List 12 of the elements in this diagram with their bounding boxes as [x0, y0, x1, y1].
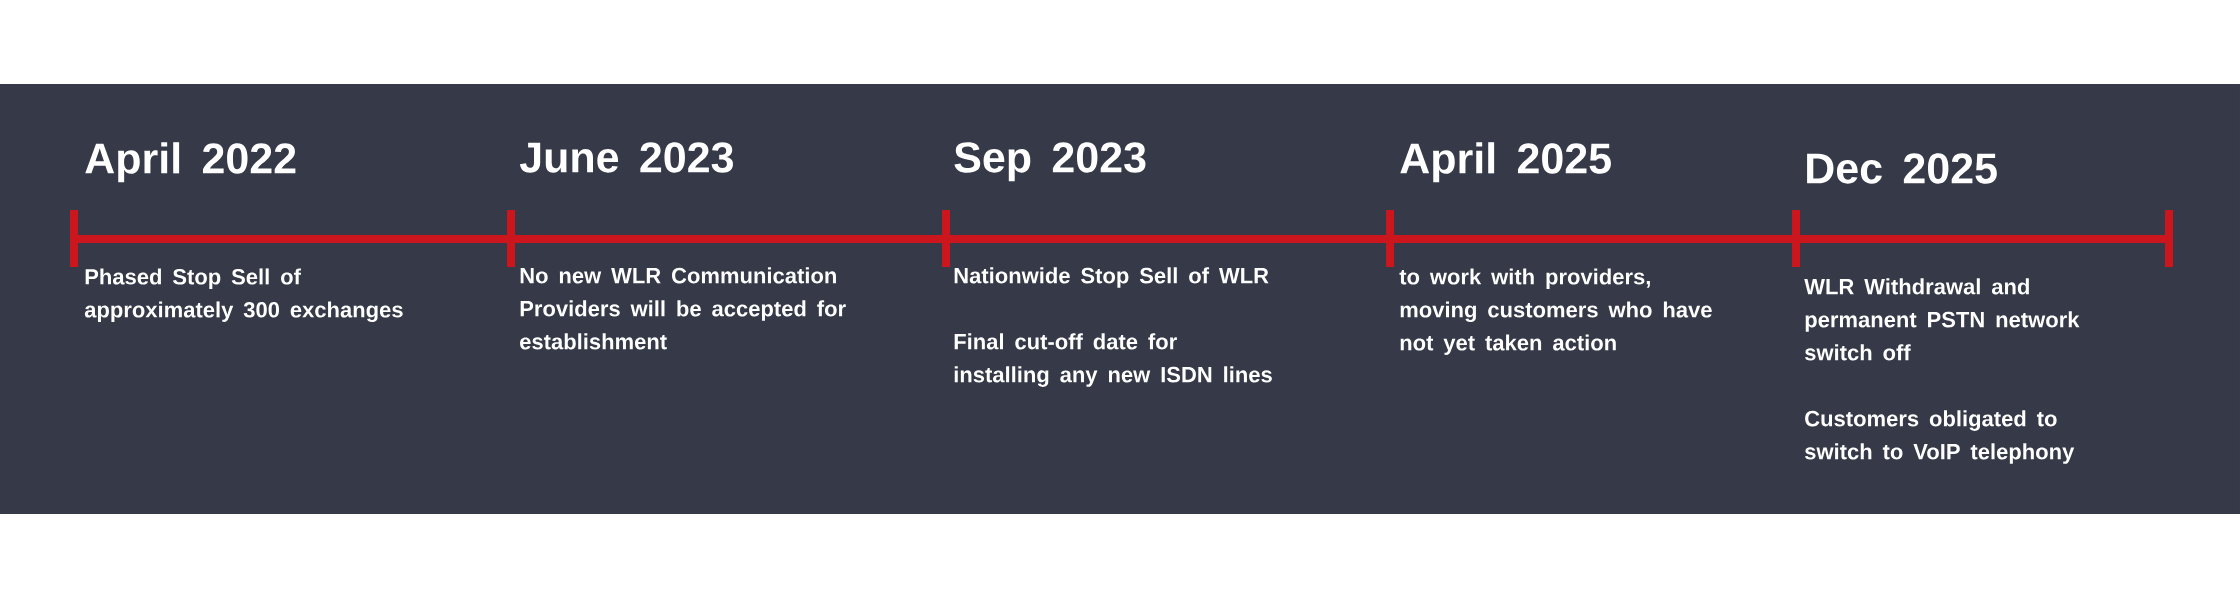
milestone-text: to work with providers, moving customers who have not yet taken action [1399, 268, 1712, 355]
date-heading: Dec 2025 [1807, 153, 1997, 184]
date-heading: April 2022 [85, 142, 296, 183]
milestone-text: Phased Stop Sell of approximately 300 exchanges [84, 268, 403, 322]
date-heading: April 2025 [1400, 142, 1611, 183]
date-heading: June 2023 [519, 142, 733, 173]
milestone-text: WLR Withdrawal and permanent PSTN network switch off [1804, 278, 2080, 361]
milestone-text: Final cut-off date for installing any new ISDN lines [954, 333, 1272, 387]
milestone-text: Customers obligated to switch to VoIP telephony [1805, 410, 2075, 464]
milestone-text: Nationwide Stop Sell of WLR [954, 267, 1269, 288]
date-heading: Sep 2023 [954, 142, 1146, 182]
milestone-text: No new WLR Communication Providers will be accepted for establishment [520, 267, 846, 350]
